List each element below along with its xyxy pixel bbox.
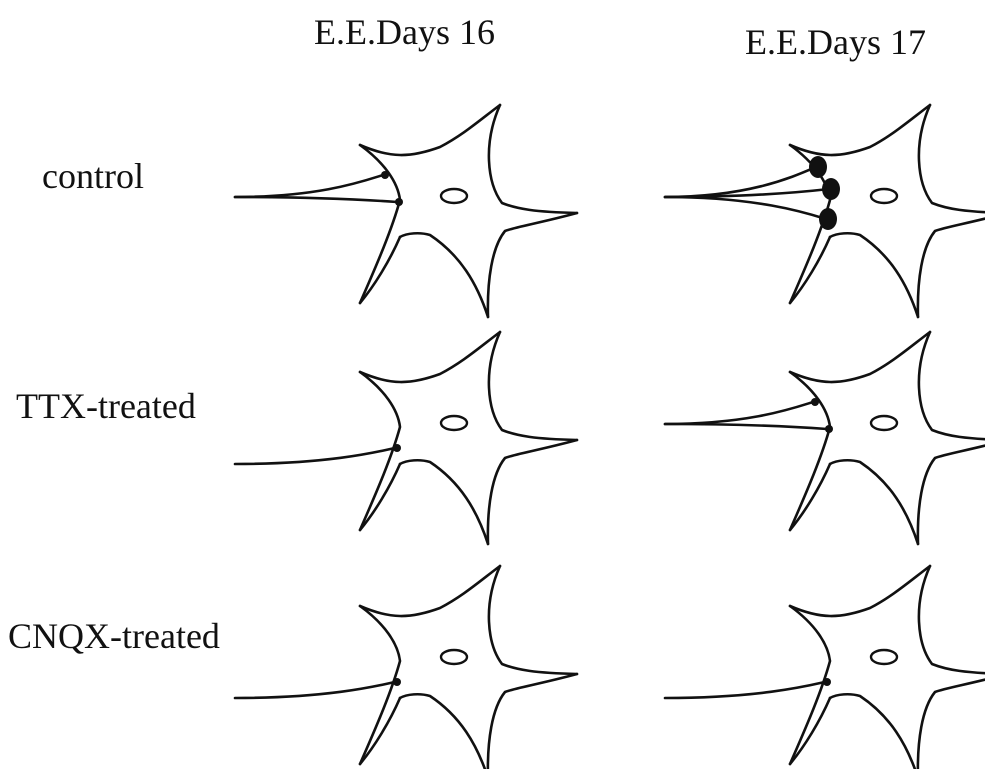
soma-outline-segment (790, 105, 930, 155)
synaptic-contact (825, 425, 833, 433)
soma-outline-segment (489, 105, 577, 213)
soma-outline-segment (488, 213, 577, 317)
axon-terminal (665, 197, 826, 219)
synaptic-contact (819, 208, 837, 230)
soma-outline-segment (400, 694, 488, 769)
neuron-panel-3-1 (235, 566, 577, 769)
soma-outline-segment (488, 440, 577, 544)
soma-outline-segment (790, 332, 930, 382)
soma-outline-segment (830, 233, 918, 317)
soma-outline-segment (360, 105, 500, 155)
neuron-panel-1-1 (235, 105, 577, 317)
soma-outline-segment (918, 674, 985, 769)
soma-outline-segment (919, 105, 985, 213)
soma-outline-segment (790, 566, 930, 616)
axon-terminal (665, 402, 813, 424)
soma-outline-segment (489, 332, 577, 440)
soma-outline-segment (360, 332, 500, 382)
soma-outline-segment (918, 440, 985, 544)
soma-outline-segment (360, 237, 400, 303)
soma-outline-segment (360, 464, 400, 530)
axon-terminal (665, 424, 827, 429)
soma-outline-segment (919, 332, 985, 440)
synaptic-contact (393, 444, 401, 452)
axon-terminal (665, 682, 825, 698)
soma-outline-segment (790, 698, 830, 764)
synaptic-contact (809, 156, 827, 178)
soma-outline-segment (488, 674, 577, 769)
axon-terminal (235, 448, 395, 464)
synaptic-contact (822, 178, 840, 200)
nucleus (441, 189, 467, 203)
nucleus (441, 416, 467, 430)
synaptic-contact (811, 398, 819, 406)
soma-outline-segment (400, 233, 488, 317)
soma-outline-segment (790, 372, 830, 530)
soma-outline-segment (830, 460, 918, 544)
soma-outline-segment (400, 460, 488, 544)
neuron-panel-2-2 (665, 332, 985, 544)
synaptic-contact (395, 198, 403, 206)
nucleus (871, 650, 897, 664)
nucleus (871, 416, 897, 430)
soma-outline-segment (360, 698, 400, 764)
soma-outline-segment (790, 464, 830, 530)
neuron-panel-2-1 (235, 332, 577, 544)
soma-outline-segment (919, 566, 985, 674)
synaptic-contact (393, 678, 401, 686)
soma-outline-segment (489, 566, 577, 674)
axon-terminal (235, 682, 395, 698)
axon-terminal (235, 175, 383, 197)
soma-outline-segment (830, 694, 918, 769)
neuron-panel-3-2 (665, 566, 985, 769)
soma-outline-segment (790, 237, 830, 303)
neuron-panel-1-2 (665, 105, 985, 317)
soma-outline-segment (918, 213, 985, 317)
axon-terminal (235, 197, 397, 202)
nucleus (441, 650, 467, 664)
soma-outline-segment (360, 145, 400, 303)
synaptic-contact (823, 678, 831, 686)
soma-outline-segment (360, 566, 500, 616)
synaptic-contact (381, 171, 389, 179)
nucleus (871, 189, 897, 203)
